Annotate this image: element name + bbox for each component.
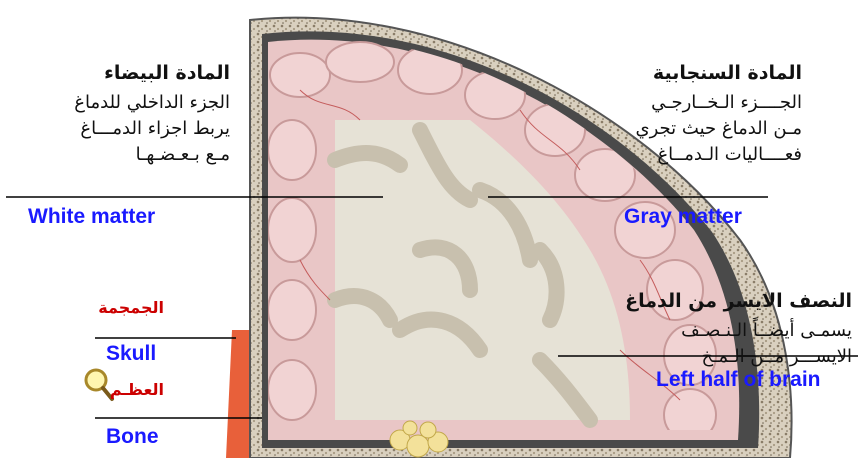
magnifier-icon[interactable] (86, 370, 112, 399)
gray-matter-arabic-line: فعــــاليات الـدمــاغ (657, 142, 802, 167)
left-half-arabic-line: الايســـر مــن الـمـخ (702, 344, 852, 369)
bone-english-label: Bone (106, 425, 159, 449)
left-half-arabic-line: يسمـى أيضــاً الـنـصـف (681, 318, 852, 343)
left-half-english-label: Left half of brain (656, 368, 821, 392)
gray-matter-arabic-line: الجــــزء الـخــارجـي (651, 90, 802, 115)
skull-arabic-label: الجمجمة (98, 298, 164, 317)
white-matter-arabic-line: مـع بـعـضـهـا (136, 142, 230, 167)
white-matter-arabic-line: يربط اجزاء الدمـــاغ (80, 116, 230, 141)
left-half-arabic-title: النصف الايسر من الدماغ (625, 290, 852, 312)
gray-matter-english-label: Gray matter (624, 205, 742, 229)
scalp-strip (226, 330, 250, 458)
white-matter-arabic-line: الجزء الداخلي للدماغ (74, 90, 230, 115)
gray-matter-arabic-title: المادة السنجابية (653, 62, 802, 84)
white-matter-english-label: White matter (28, 205, 155, 229)
gray-matter-arabic-line: مـن الدماغ حيث تجري (636, 116, 802, 141)
white-matter-arabic-title: المادة البيضاء (104, 62, 230, 84)
skull-english-label: Skull (106, 342, 156, 366)
bone-arabic-label: العظـم (110, 380, 164, 399)
